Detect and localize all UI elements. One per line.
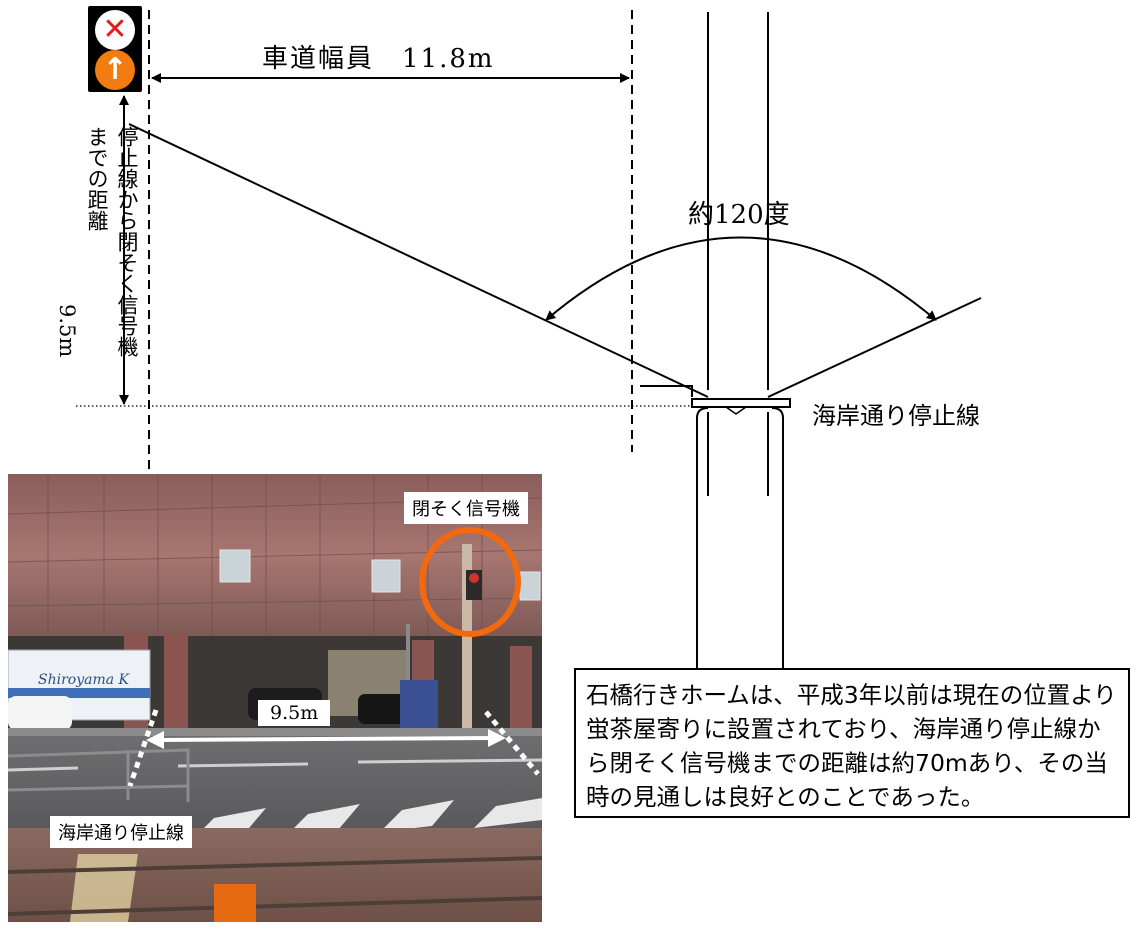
bus-text: Shiroyama K — [38, 672, 131, 688]
stop-line-bar — [691, 398, 791, 408]
column — [510, 646, 532, 730]
stop-line-label: 海岸通り停止線 — [812, 402, 980, 430]
photo-arrowhead-right — [488, 729, 506, 747]
road-width-label: 車道幅員 11.8m — [262, 44, 495, 74]
distance-label-value: 9.5m — [55, 303, 79, 357]
distance-label-line2: までの距離 — [85, 126, 109, 231]
photo-signal-tag: 閉そく信号機 — [404, 492, 528, 524]
signal-lamp — [469, 573, 479, 583]
crosswalk-stripe — [474, 798, 542, 828]
angle-label: 約120度 — [688, 200, 790, 230]
photo-stopline-tag: 海岸通り停止線 — [50, 816, 192, 848]
signal-pole — [462, 544, 472, 730]
photo-distance-arrow — [155, 736, 495, 742]
stop-line-marker — [640, 385, 693, 397]
signal-head: ✕ ↑ — [88, 6, 142, 92]
poster — [400, 680, 438, 730]
distance-label: 停止線から閉そく信号機 までの距離 9.5m — [52, 126, 142, 357]
railing — [8, 748, 190, 802]
photo-illustration: Shiroyama K — [8, 474, 542, 922]
site-photo: Shiroyama K — [8, 474, 542, 922]
distance-label-line1: 停止線から閉そく信号機 — [115, 126, 139, 357]
tram-rail — [8, 896, 542, 916]
stop-line-marker-right — [484, 710, 540, 776]
cross-icon: ✕ — [95, 10, 135, 50]
curb — [8, 728, 542, 738]
bus-stripe — [8, 688, 150, 698]
window-panel — [519, 571, 541, 601]
explanatory-note: 石橋行きホームは、平成3年以前は現在の位置より蛍茶屋寄りに設置されており、海岸通… — [574, 668, 1130, 818]
up-arrow-icon: ↑ — [95, 50, 135, 90]
column — [164, 632, 188, 730]
stop-line-notch — [725, 406, 747, 415]
sight-line-right — [767, 297, 982, 398]
tram-rail — [8, 856, 542, 874]
photo-distance-tag: 9.5m — [258, 700, 331, 726]
platform — [696, 407, 784, 668]
sign-post — [406, 624, 410, 734]
car — [8, 696, 72, 730]
window-panel — [219, 549, 251, 583]
road-markings — [8, 758, 542, 772]
window-panel — [371, 559, 401, 593]
barrier — [214, 884, 256, 922]
signal-highlight-circle — [419, 527, 521, 637]
photo-arrowhead-left — [146, 731, 164, 749]
stop-line-marker-left — [127, 709, 159, 787]
angle-arc — [545, 236, 937, 321]
sight-line-left — [128, 123, 709, 398]
crosswalk-stripe — [380, 800, 454, 832]
